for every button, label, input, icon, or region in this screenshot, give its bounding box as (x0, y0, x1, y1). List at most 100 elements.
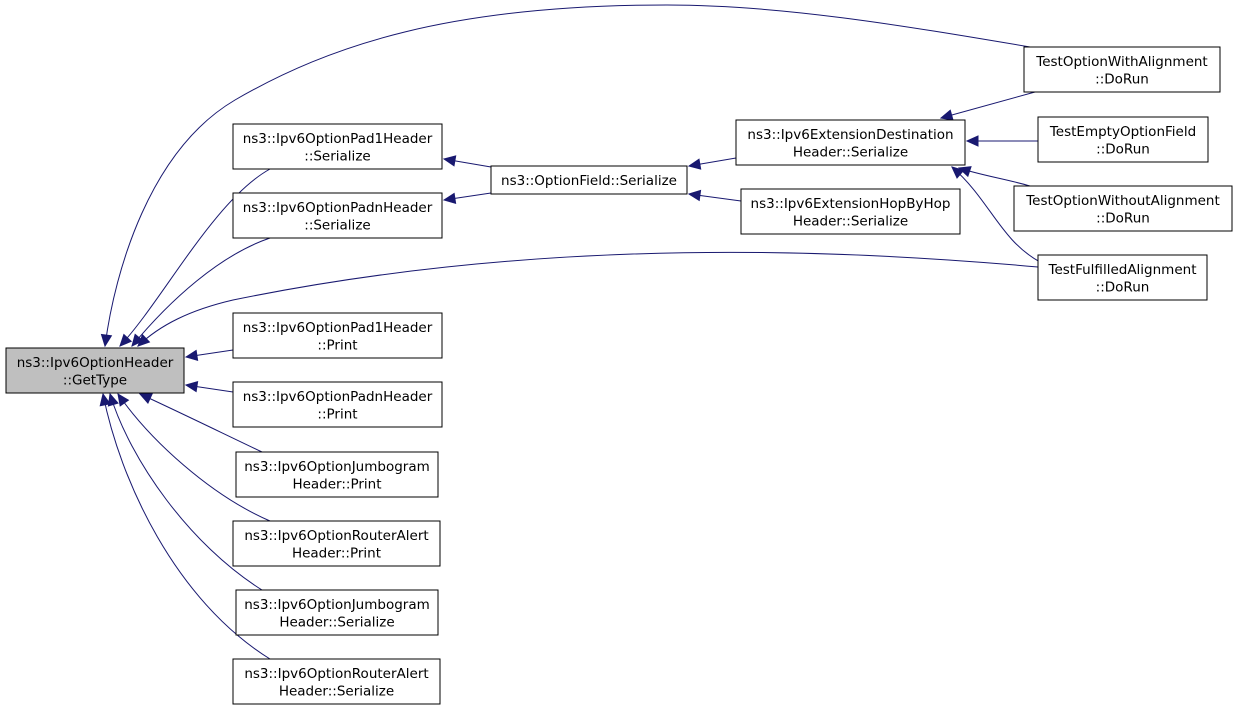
node-gettype[interactable]: ns3::Ipv6OptionHeader::GetType (5, 347, 185, 394)
node-pad1_serialize[interactable]: ns3::Ipv6OptionPad1Header::Serialize (232, 123, 443, 170)
edge-optionfield_serialize-to-pad1_serialize (442, 155, 492, 168)
node-label-line: ::Serialize (304, 217, 370, 233)
node-box (1037, 116, 1209, 163)
arrow-head-icon (442, 192, 457, 205)
node-box (232, 123, 443, 170)
node-box (232, 520, 441, 567)
edge-jumbo_serialize-to-gettype (107, 392, 263, 591)
arrow-head-icon (965, 135, 979, 147)
edge-line (104, 4, 1031, 347)
arrow-head-icon (131, 333, 144, 347)
node-exthop_serialize[interactable]: ns3::Ipv6ExtensionHopByHopHeader::Serial… (740, 188, 961, 235)
edge-pad1_print-to-gettype (184, 349, 234, 362)
node-label-line: ns3::Ipv6OptionPad1Header (243, 131, 433, 147)
arrow-head-icon (951, 166, 965, 179)
node-box (232, 192, 443, 239)
node-label-line: ns3::OptionField::Serialize (501, 173, 677, 189)
node-label-line: Header::Serialize (279, 614, 394, 630)
edge-padn_print-to-gettype (184, 380, 234, 393)
node-label-line: ns3::Ipv6OptionPadnHeader (243, 200, 433, 216)
edge-line (119, 168, 271, 347)
arrow-head-icon (939, 109, 954, 121)
edges-layer (99, 4, 1041, 660)
node-label-line: ::DoRun (1096, 210, 1150, 226)
node-box (1013, 185, 1233, 232)
arrow-head-icon (117, 393, 130, 407)
arrow-head-icon (100, 333, 113, 348)
edge-line (109, 393, 263, 591)
edge-jumbo_print-to-gettype (138, 393, 263, 453)
node-box (1023, 46, 1221, 93)
node-pad1_print[interactable]: ns3::Ipv6OptionPad1Header::Print (232, 312, 443, 359)
node-box (5, 347, 185, 394)
node-padn_print[interactable]: ns3::Ipv6OptionPadnHeader::Print (232, 381, 443, 428)
node-label-line: ::GetType (63, 372, 127, 388)
node-label-line: ns3::Ipv6ExtensionHopByHop (751, 196, 951, 212)
node-box (232, 381, 443, 428)
node-router_serialize[interactable]: ns3::Ipv6OptionRouterAlertHeader::Serial… (232, 658, 441, 705)
edge-test_without_align-to-extdest_serialize (957, 166, 1031, 187)
node-optionfield_serialize[interactable]: ns3::OptionField::Serialize (490, 165, 688, 195)
edge-line (951, 166, 1041, 263)
node-label-line: ::DoRun (1096, 141, 1150, 157)
edge-pad1_serialize-to-gettype (119, 168, 271, 347)
node-test_with_align[interactable]: TestOptionWithAlignment::DoRun (1023, 46, 1221, 93)
edge-line (139, 393, 263, 453)
edge-test_with_align-to-extdest_serialize (939, 91, 1036, 121)
node-label-line: ::Print (317, 406, 357, 422)
edge-test_with_align-to-gettype (100, 4, 1031, 348)
edge-test_empty-to-extdest_serialize (965, 135, 1038, 147)
edge-padn_serialize-to-gettype (131, 237, 271, 347)
node-label-line: Header::Serialize (279, 683, 394, 699)
node-label-line: TestOptionWithAlignment (1035, 54, 1207, 70)
edge-test_fulfilled-to-gettype (137, 251, 1039, 347)
arrow-head-icon (442, 155, 457, 167)
node-label-line: TestEmptyOptionField (1049, 124, 1196, 140)
node-box (490, 165, 688, 195)
node-box (235, 589, 439, 636)
node-box (232, 658, 441, 705)
node-test_empty[interactable]: TestEmptyOptionField::DoRun (1037, 116, 1209, 163)
nodes-layer: ns3::Ipv6OptionHeader::GetTypens3::Ipv6O… (5, 46, 1233, 705)
edge-line (940, 91, 1036, 119)
node-jumbo_serialize[interactable]: ns3::Ipv6OptionJumbogramHeader::Serializ… (235, 589, 439, 636)
node-label-line: Header::Print (292, 545, 381, 561)
arrow-head-icon (184, 349, 199, 362)
node-label-line: TestFulfilledAlignment (1048, 262, 1197, 278)
arrow-head-icon (107, 392, 119, 407)
node-label-line: ns3::Ipv6OptionPad1Header (243, 320, 433, 336)
node-label-line: ns3::Ipv6OptionHeader (17, 355, 174, 371)
node-extdest_serialize[interactable]: ns3::Ipv6ExtensionDestinationHeader::Ser… (735, 119, 966, 166)
edge-extdest_serialize-to-optionfield_serialize (687, 157, 737, 170)
node-label-line: ::Print (317, 337, 357, 353)
edge-router_print-to-gettype (117, 393, 271, 522)
edge-test_fulfilled-to-extdest_serialize (951, 166, 1041, 263)
edge-exthop_serialize-to-optionfield_serialize (687, 189, 742, 202)
node-padn_serialize[interactable]: ns3::Ipv6OptionPadnHeader::Serialize (232, 192, 443, 239)
node-label-line: ::DoRun (1096, 279, 1150, 295)
edge-line (137, 251, 1039, 347)
node-box (740, 188, 961, 235)
node-label-line: TestOptionWithoutAlignment (1025, 193, 1220, 209)
node-test_fulfilled[interactable]: TestFulfilledAlignment::DoRun (1037, 254, 1208, 301)
arrow-head-icon (184, 380, 199, 393)
node-test_without_align[interactable]: TestOptionWithoutAlignment::DoRun (1013, 185, 1233, 232)
node-label-line: Header::Serialize (793, 144, 908, 160)
edge-line (102, 393, 271, 660)
node-label-line: Header::Print (292, 476, 381, 492)
arrow-head-icon (137, 333, 151, 347)
arrow-head-icon (687, 158, 702, 170)
node-label-line: ns3::Ipv6OptionJumbogram (244, 597, 430, 613)
node-label-line: ns3::Ipv6OptionPadnHeader (243, 389, 433, 405)
node-label-line: ::DoRun (1095, 71, 1149, 87)
node-label-line: ns3::Ipv6ExtensionDestination (747, 127, 953, 143)
node-box (232, 312, 443, 359)
node-label-line: ns3::Ipv6OptionRouterAlert (244, 666, 428, 682)
arrow-head-icon (99, 392, 111, 407)
edge-optionfield_serialize-to-padn_serialize (442, 192, 492, 205)
node-box (235, 451, 439, 498)
node-box (1037, 254, 1208, 301)
